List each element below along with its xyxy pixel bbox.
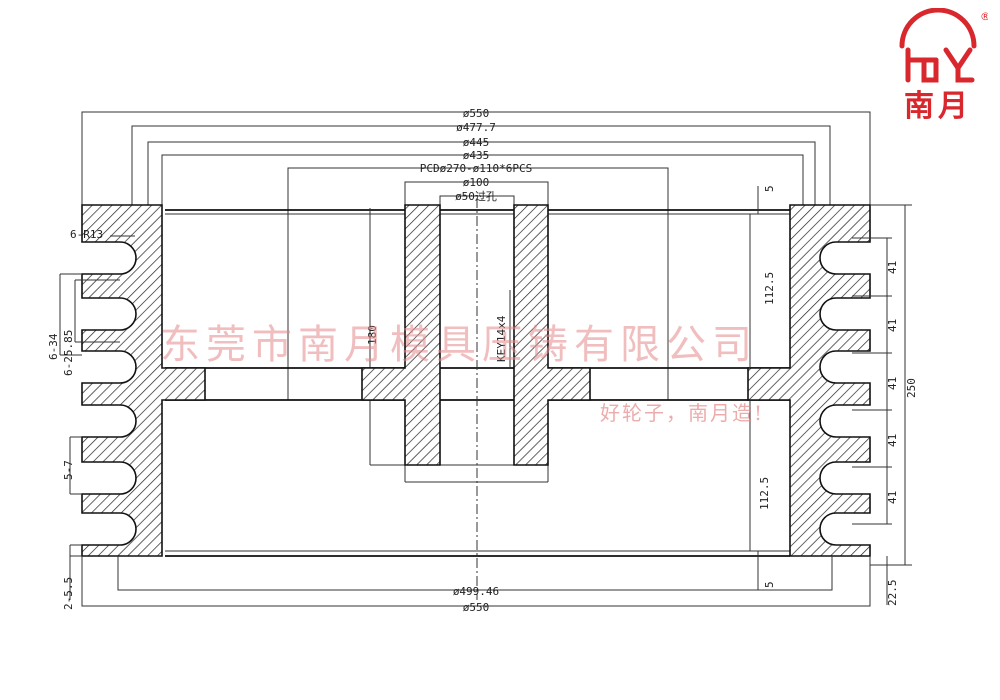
dim-112-5-top: 112.5 — [763, 272, 776, 305]
dim-22-5: 22.5 — [886, 580, 899, 607]
dim-5-top: 5 — [763, 185, 776, 192]
dim-112-5-bottom: 112.5 — [758, 477, 771, 510]
registered-mark: ® — [980, 10, 988, 23]
dim-diameter-550-top: ø550 — [463, 107, 490, 120]
left-dimension-lines — [59, 235, 135, 600]
dim-total-width-250: 250 — [905, 378, 918, 398]
dim-diameter-550-bottom: ø550 — [463, 601, 490, 614]
brand-name: 南月 — [904, 89, 972, 124]
dim-pcd: PCDø270-ø110*6PCS — [420, 162, 533, 175]
left-rim-section — [81, 204, 206, 557]
dim-groove-radius: 6-R13 — [70, 228, 103, 241]
dim-groove-width-25-85: 6-25.85 — [62, 330, 75, 376]
dim-pitch-41-4: 41 — [886, 434, 899, 447]
dim-2-5-5: 2-5.5 — [62, 577, 75, 610]
nanyue-logo-icon: ® 南月 — [899, 8, 988, 124]
hub-right-section — [513, 204, 591, 466]
dim-hub-length-180: 180 — [366, 325, 379, 345]
dim-diameter-50-bore: ø50过孔 — [455, 190, 497, 203]
dim-pitch-41-2: 41 — [886, 319, 899, 332]
hub-left-section — [361, 204, 441, 466]
dim-5-bottom: 5 — [763, 581, 776, 588]
dim-5-7: 5-7 — [62, 460, 75, 480]
dim-diameter-499-46: ø499.46 — [453, 585, 499, 598]
right-rim-section — [747, 204, 871, 557]
dim-diameter-100: ø100 — [463, 176, 490, 189]
bottom-dimension-lines — [81, 556, 871, 607]
dim-diameter-445: ø445 — [463, 136, 490, 149]
dim-keyway: KEY14x4 — [495, 315, 508, 362]
dim-diameter-435: ø435 — [463, 149, 490, 162]
company-watermark: 东莞市南月模具压铸有限公司 — [160, 322, 758, 368]
dim-pitch-41-1: 41 — [886, 261, 899, 274]
dim-diameter-477-7: ø477.7 — [456, 121, 496, 134]
top-dimension-lines — [81, 111, 871, 400]
dim-pitch-41-3: 41 — [886, 377, 899, 390]
dim-pitch-41-5: 41 — [886, 491, 899, 504]
dim-groove-pitch-34: 6-34 — [47, 333, 60, 360]
right-dimension-lines — [757, 186, 912, 605]
slogan-watermark: 好轮子，南月造! — [600, 401, 764, 425]
